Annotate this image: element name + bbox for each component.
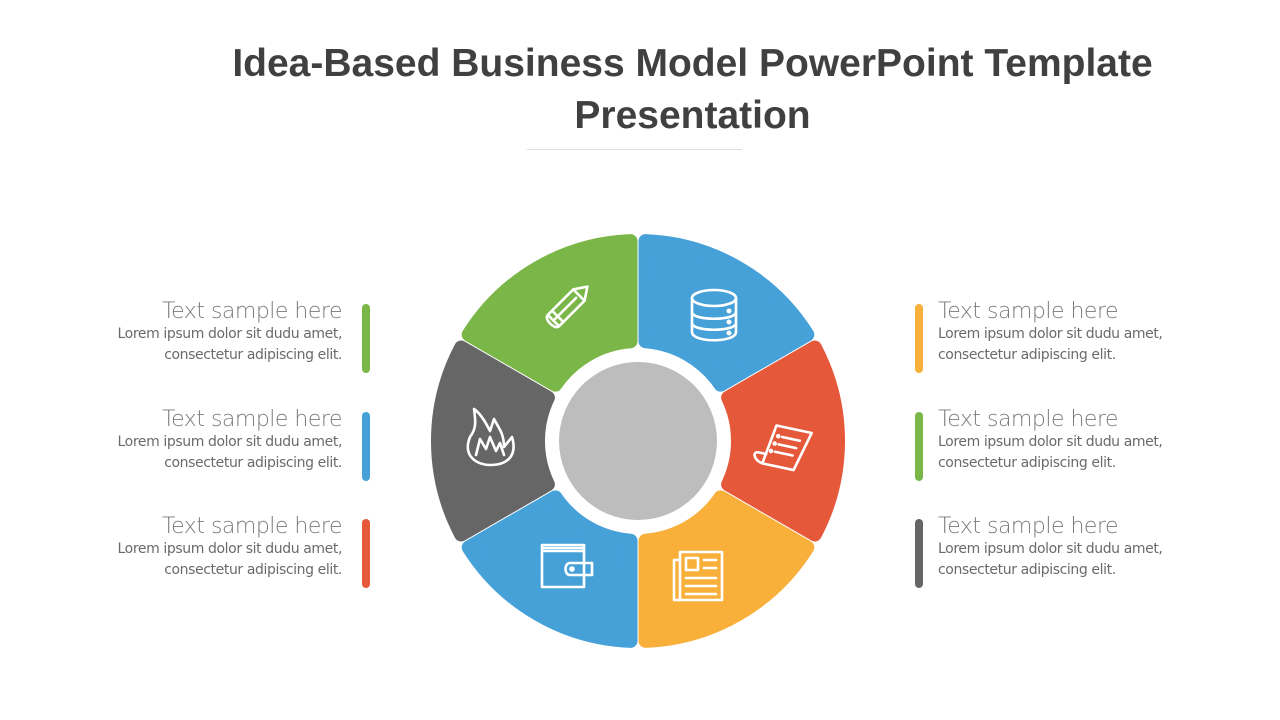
receipt-icon [753, 424, 813, 472]
text-block-body: Lorem ipsum dolor sit dudu amet, consect… [117, 434, 343, 471]
text-block-heading: Text sample here [938, 514, 1119, 539]
slide-title: Idea-Based Business Model PowerPoint Tem… [232, 42, 1153, 137]
text-block-body: Lorem ipsum dolor sit dudu amet, consect… [117, 541, 343, 578]
fire-icon [466, 407, 515, 467]
text-block-body: Lorem ipsum dolor sit dudu amet, consect… [938, 326, 1163, 363]
segment-receipt [721, 340, 845, 542]
text-block-heading: Text sample here [938, 407, 1119, 432]
database-icon [690, 288, 738, 342]
segment-wallet [461, 490, 638, 648]
center-circle [559, 362, 717, 520]
segment-newspaper [638, 490, 815, 648]
text-block-body: Lorem ipsum dolor sit dudu amet, consect… [117, 326, 343, 363]
accent-bar [362, 304, 370, 373]
newspaper-icon [672, 550, 724, 602]
text-block-body: Lorem ipsum dolor sit dudu amet, consect… [938, 541, 1163, 578]
segment-database [638, 234, 815, 392]
accent-bar [915, 412, 923, 481]
text-block-body: Lorem ipsum dolor sit dudu amet, consect… [938, 434, 1163, 471]
accent-bar [362, 412, 370, 481]
text-block-heading: Text sample here [161, 407, 343, 432]
title-divider [527, 149, 742, 150]
pencil-icon [545, 285, 589, 329]
text-block-heading: Text sample here [938, 299, 1119, 324]
accent-bar [915, 519, 923, 588]
wallet-icon [540, 543, 594, 589]
text-block-heading: Text sample here [161, 514, 343, 539]
text-block-heading: Text sample here [161, 299, 343, 324]
accent-bar [362, 519, 370, 588]
accent-bar [915, 304, 923, 373]
